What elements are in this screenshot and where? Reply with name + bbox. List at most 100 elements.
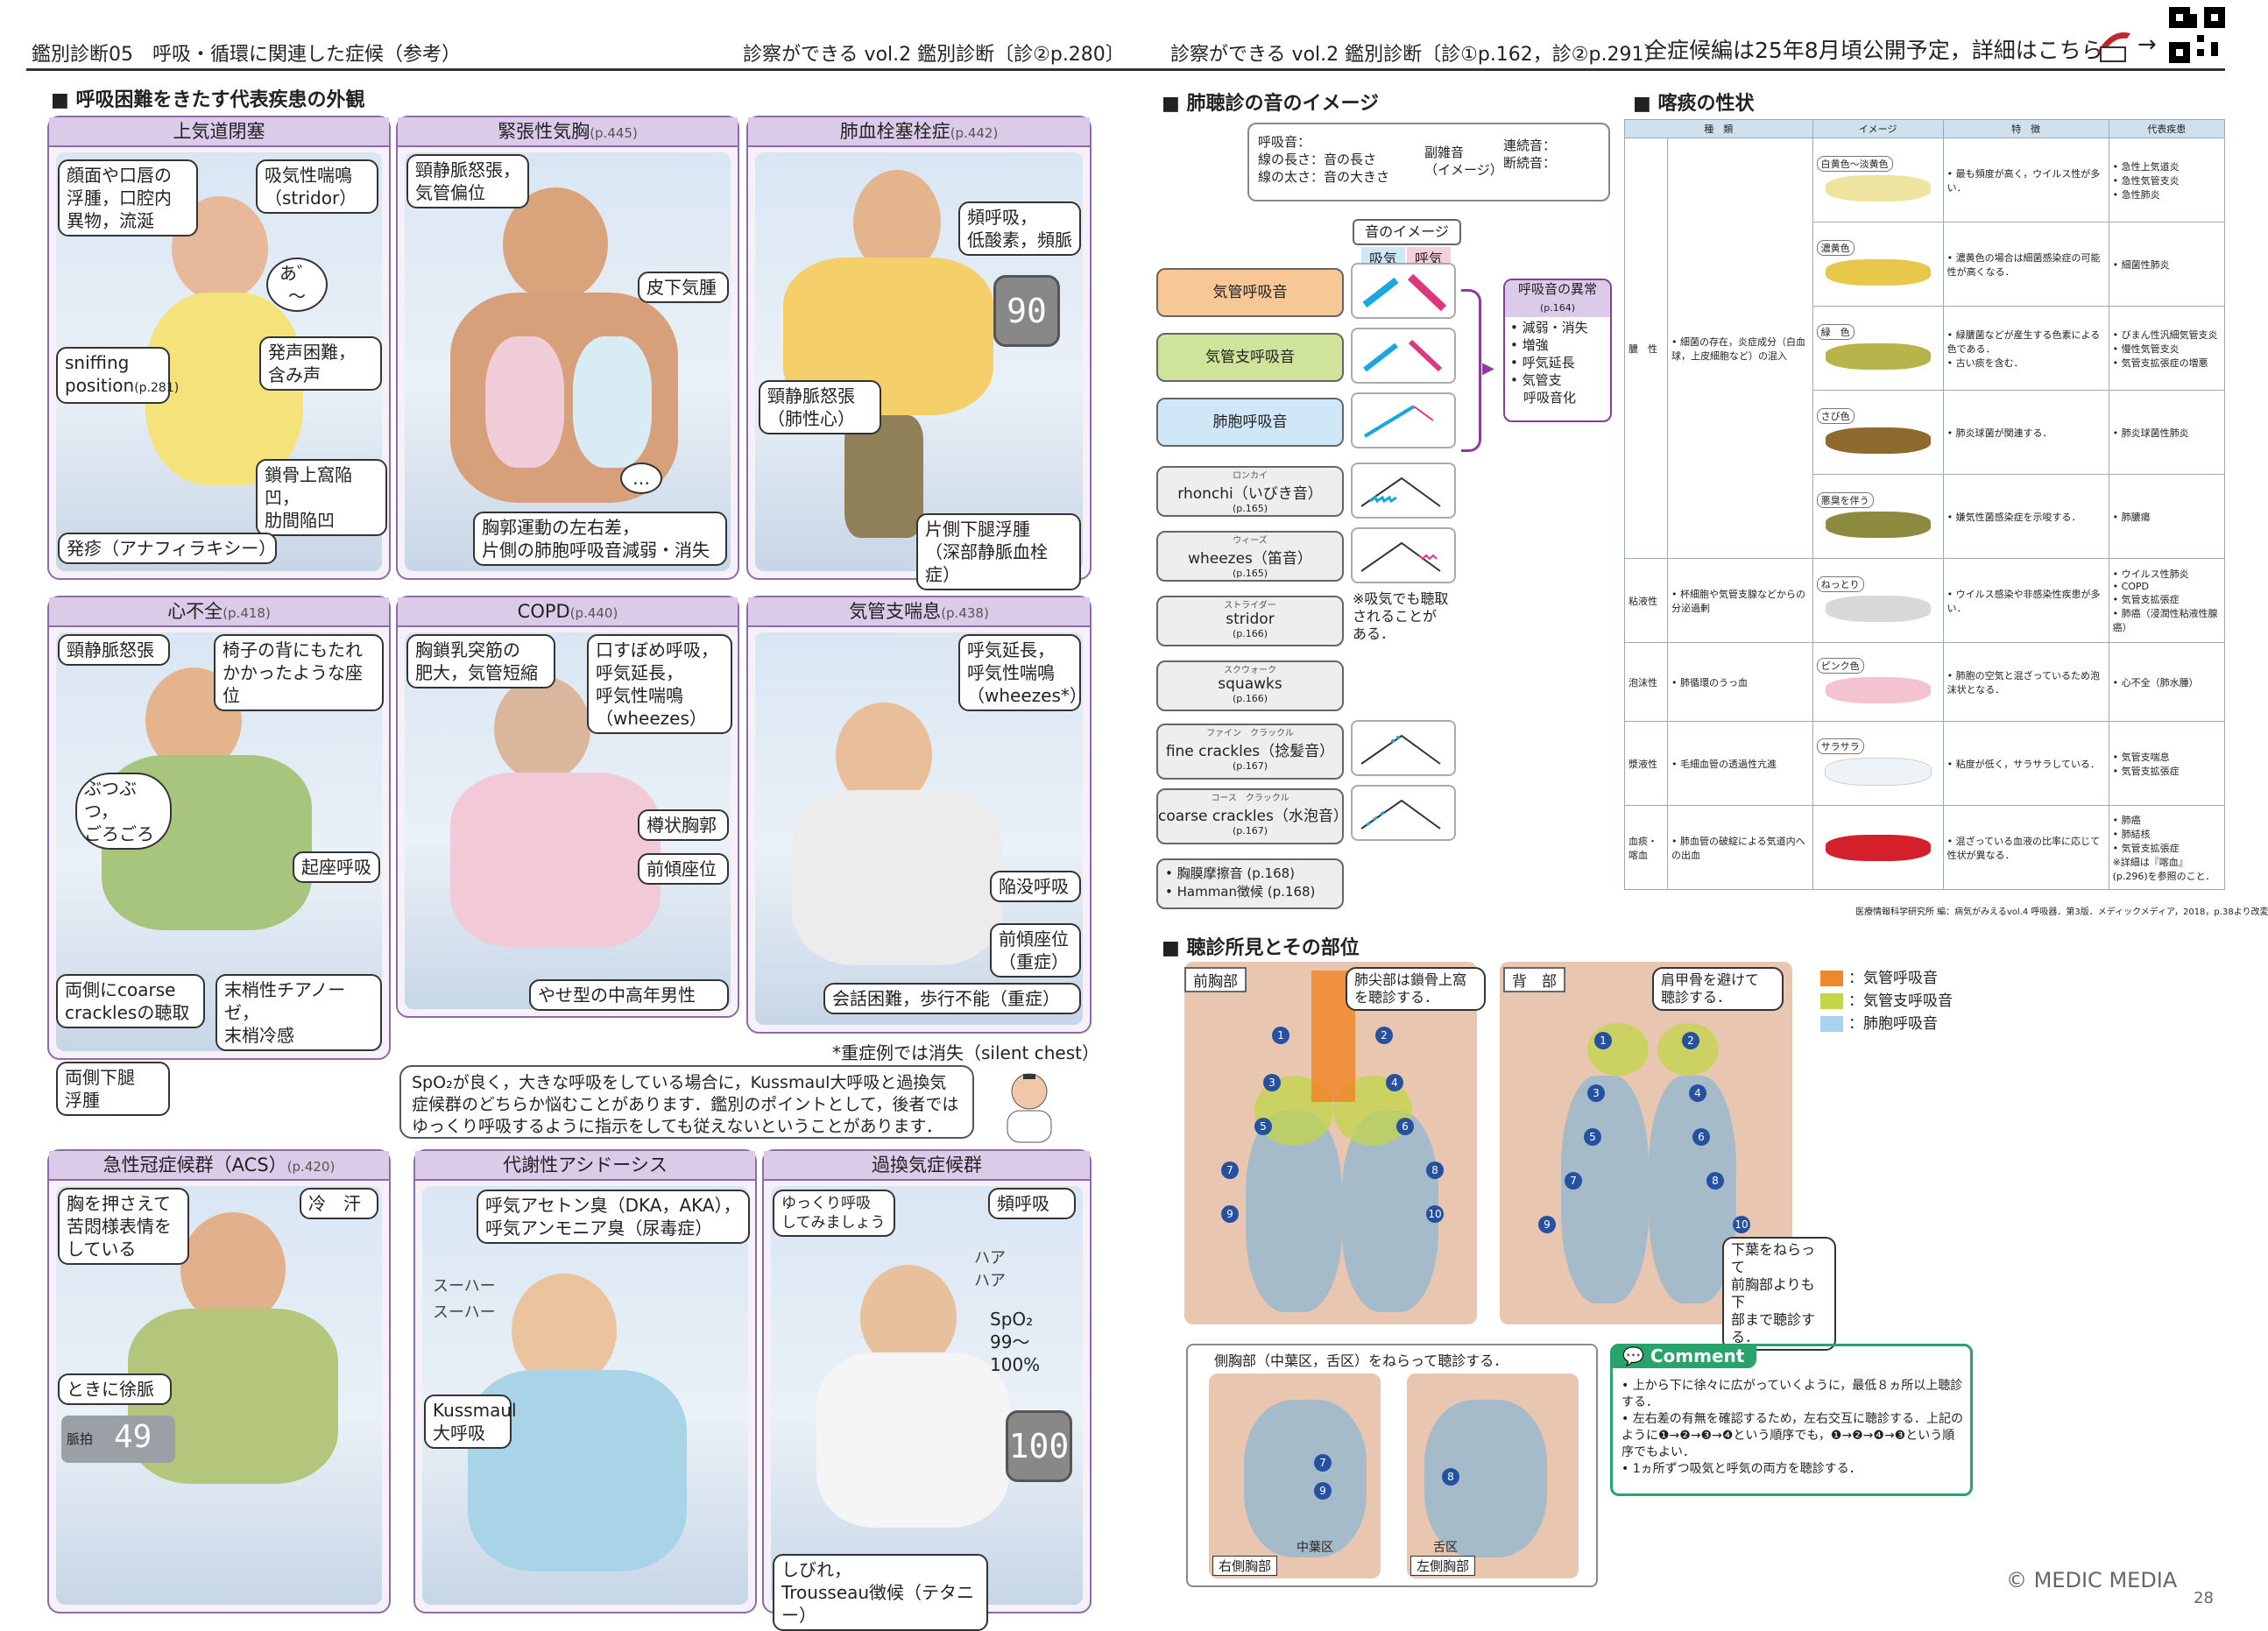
table-row: 濃黄色 • 濃黄色の場合は細菌感染症の可能性が高くなる． • 細菌性肺炎	[1625, 222, 2226, 307]
patient-body	[450, 773, 661, 948]
callout: 口すぼめ呼吸， 呼気延長， 呼気性喘鳴 （wheezes）	[587, 634, 732, 734]
kussmaul-vs-hyperventilation-note: SpO₂が良く，大きな呼吸をしている場合に，Kussmaul大呼吸と過換気症候群…	[399, 1065, 974, 1139]
spo2-monitor-display: 100	[1006, 1410, 1072, 1482]
legend-text: 線の太さ：音の大きさ	[1258, 169, 1390, 185]
middle-lobe-label: 中葉区	[1297, 1541, 1333, 1555]
callout: ときに徐脈	[58, 1373, 172, 1405]
abnormal-title: 呼吸音の異常	[1517, 281, 1597, 297]
abnormal-ref: (p.164)	[1539, 302, 1576, 314]
callout: 皮下気腫	[638, 272, 729, 303]
left-section-title: 呼吸困難をきたす代表疾患の外観	[51, 84, 364, 112]
apex-note: 肺尖部は鎖骨上窩 を聴診する．	[1346, 967, 1486, 1011]
callout: 会話困難，歩行不能（重症）	[823, 983, 1081, 1014]
callout: 頻呼吸	[988, 1188, 1076, 1219]
table-source: 医療情報科学研究所 編：病気がみえるvol.4 呼吸器．第3版．メディックメディ…	[1855, 907, 2268, 917]
callout: 頸静脈怒張， 気管偏位	[406, 154, 529, 208]
comment-icon: 💬	[1622, 1345, 1650, 1366]
point-7-icon: 7	[1565, 1172, 1582, 1190]
cell: • 肺癌 • 肺結核 • 気管支拡張症 ※詳細は『喀血』(p.296)を参照のこ…	[2108, 805, 2226, 890]
patient-body	[816, 1352, 1009, 1528]
cell: ピンク色	[1812, 642, 1944, 722]
panel-bronchial-asthma: 気管支喘息(p.438) 呼気延長， 呼気性喘鳴 （wheezes*） 陥没呼吸…	[746, 596, 1092, 1034]
breathing-sound: スーハー スーハー	[433, 1277, 496, 1322]
callout: 発疹（アナフィラキシー）	[58, 533, 277, 564]
callout: SpO₂ 99～100%	[990, 1309, 1041, 1375]
callout: 呼気延長， 呼気性喘鳴 （wheezes*）	[958, 634, 1087, 711]
sound-image-bronchial	[1351, 328, 1456, 384]
point-4-icon: 4	[1689, 1084, 1706, 1102]
table-row: 泡沫性 • 肺循環のうっ血 ピンク色 • 肺胞の空気と混ざっているため泡沫状とな…	[1624, 642, 2226, 722]
panel-copd: COPD(p.440) 胸鎖乳突筋の 肥大，気管短縮 口すぼめ呼吸， 呼気延長，…	[396, 596, 739, 1018]
column-header: 代表疾患	[2108, 119, 2226, 138]
point-8-icon: 8	[1706, 1172, 1724, 1190]
cell: • 混ざっている血液の比率に応じて性状が異なる．	[1942, 805, 2109, 890]
callout: sniffing position(p.281)	[56, 347, 179, 404]
book-icon[interactable]	[2094, 26, 2134, 65]
legend-text: 副雑音	[1424, 145, 1465, 160]
sound-image-vesicular	[1351, 392, 1456, 448]
callout: 発声困難， 含み声	[259, 336, 382, 391]
header-arrow: →	[2137, 32, 2157, 58]
cell: • 濃黄色の場合は細菌感染症の可能性が高くなる．	[1942, 222, 2109, 307]
table-row: さび色 • 肺炎球菌が関連する． • 肺炎球菌性肺炎	[1625, 390, 2226, 475]
patient-figure	[494, 676, 590, 781]
cell: • ウイルス性肺炎 • COPD • 気管支拡張症 • 肺癌（浸潤性粘液性腺癌）	[2108, 558, 2226, 643]
cell: • 杯細胞や気管支腺などからの分泌過剰	[1667, 558, 1813, 643]
sound-row-tracheal: 気管呼吸音	[1156, 268, 1344, 317]
lingula-label: 舌区	[1433, 1541, 1458, 1555]
sputum-table: 種 類 イメージ 特 徴 代表疾患 膿 性 • 細菌の存在，炎症成分（白血球，上…	[1624, 119, 2226, 890]
qr-code-icon[interactable]	[2169, 7, 2225, 63]
front-chest-photo: 1 2 3 4 5 6 7 8 9 10	[1184, 962, 1477, 1324]
column-header: イメージ	[1812, 119, 1944, 138]
doctor-icon	[990, 1065, 1069, 1144]
callout: 前傾座位	[638, 853, 729, 885]
cell: • びまん性汎細気管支炎 • 慢性気管支炎 • 気管支拡張症の増悪	[2108, 306, 2226, 391]
point-9-icon: 9	[1538, 1216, 1556, 1233]
callout: 胸鎖乳突筋の 肥大，気管短縮	[406, 634, 555, 688]
point-5-icon: 5	[1254, 1118, 1272, 1135]
patient-legs	[844, 415, 923, 538]
auscultation-section-title: 肺聴診の音のイメージ	[1162, 88, 1379, 116]
cell: ねっとり	[1812, 558, 1944, 643]
callout: 胸郭運動の左右差， 片側の肺胞呼吸音減弱・消失	[473, 512, 727, 566]
cell: 白黄色～淡黄色	[1812, 138, 1944, 222]
sound-image-fine-crackles	[1351, 720, 1456, 776]
left-lateral-photo: 8 舌区 左側胸部	[1407, 1373, 1579, 1578]
panel-tension-pneumothorax: 緊張性気胸(p.445) 頸静脈怒張， 気管偏位 皮下気腫 … 胸郭運動の左右差…	[396, 116, 739, 580]
lower-lobe-note: 下葉をねらって 前胸部よりも下 部まで聴診する．	[1722, 1237, 1836, 1351]
point-5-icon: 5	[1584, 1128, 1601, 1146]
panel-title: COPD(p.440)	[398, 597, 738, 627]
callout: 頸静脈怒張	[58, 634, 170, 666]
point-10-icon: 10	[1733, 1216, 1750, 1233]
header-announcement[interactable]: 全症候編は25年8月頃公開予定，詳細はこちら	[1645, 38, 2103, 63]
callout: Kussmaul 大呼吸	[424, 1394, 517, 1449]
point-2-icon: 2	[1682, 1032, 1699, 1049]
point-10-icon: 10	[1426, 1205, 1444, 1223]
callout: 呼気アセトン臭（DKA，AKA）， 呼気アンモニア臭（尿毒症）	[477, 1190, 750, 1244]
cell: • 緑膿菌などが産生する色素による色である． • 古い痰を含む．	[1942, 306, 2109, 391]
callout: やせ型の中高年男性	[529, 979, 729, 1011]
sputum-table-wrapper: 種 類 イメージ 特 徴 代表疾患 膿 性 • 細菌の存在，炎症成分（白血球，上…	[1624, 119, 2226, 900]
callout: 樽状胸郭	[638, 809, 729, 841]
panel-title: 急性冠症候群（ACS）(p.420)	[49, 1151, 389, 1181]
point-8-icon: 8	[1426, 1161, 1444, 1179]
findings-section-title: 聴診所見とその部位	[1162, 932, 1359, 960]
panel-heart-failure: 心不全(p.418) 頸静脈怒張 椅子の背にもたれ かかったような座位 ぶつぶつ…	[47, 596, 391, 1060]
cell: • 気管支喘息 • 気管支拡張症	[2108, 721, 2226, 806]
point-3-icon: 3	[1587, 1084, 1605, 1102]
lung-right-collapsed	[573, 336, 652, 468]
callout: 吸気性喘鳴 （stridor）	[256, 159, 378, 214]
header-reference-2: 診察ができる vol.2 鑑別診断〔診①p.162，診②p.291〕	[1170, 44, 1664, 66]
abnormal-breath-sounds-box: 呼吸音の異常(p.164) • 減弱・消失 • 増強 • 呼気延長 • 気管支 …	[1503, 279, 1612, 422]
legend-item: ：気管支呼吸音	[1820, 990, 1953, 1013]
cell	[1812, 805, 1944, 890]
comment-box: 💬 Comment • 上から下に徐々に広がっていくように，最低８ヵ所以上聴診す…	[1610, 1344, 1973, 1496]
cell: さび色	[1812, 390, 1944, 475]
point-7-icon: 7	[1221, 1161, 1239, 1179]
panel-title: 過換気症候群	[764, 1151, 1090, 1181]
sound-image-coarse-crackles	[1351, 785, 1456, 841]
breathing-sound: ハア ハア	[974, 1249, 1006, 1290]
panel-title: 緊張性気胸(p.445)	[398, 117, 738, 147]
abnormal-item: • 増強	[1510, 337, 1549, 353]
